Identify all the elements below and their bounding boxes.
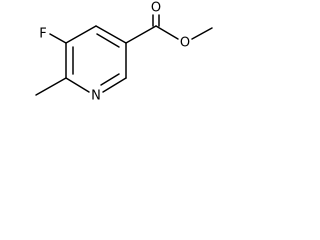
bond-ester-oxygen-methyl (191, 27, 213, 40)
bond-c3-fluorine (49, 33, 67, 44)
ring-bond-c3-c4 (65, 25, 97, 44)
ring-bond-c6-n-inner (100, 73, 120, 86)
ring-bond-c4-c5 (95, 25, 127, 44)
ring-bond-c4-c5-inner (96, 33, 120, 48)
carbonyl-oxygen-label: O (151, 1, 161, 16)
ester-oxygen-label: O (180, 36, 190, 51)
ring-bond-n-c2 (65, 77, 90, 93)
bond-c5-carbonyl-carbon (125, 25, 157, 44)
bond-c2-methyl (35, 77, 67, 96)
nitrogen-label: N (91, 89, 101, 104)
bond-carbonyl-carbon-ester-oxygen (155, 25, 179, 40)
fluorine-label: F (39, 27, 46, 42)
ring-bond-c6-n (102, 77, 127, 93)
chemical-structure: F N O O (35, 1, 213, 104)
